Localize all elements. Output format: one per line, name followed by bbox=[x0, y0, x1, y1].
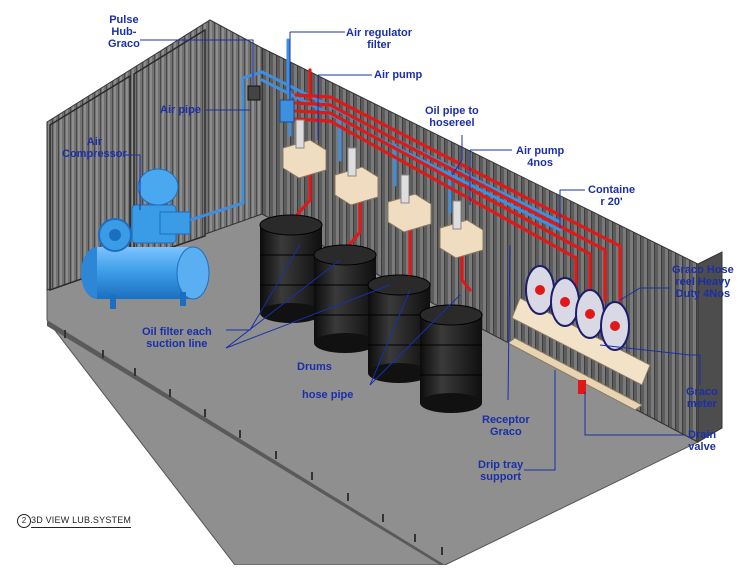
label-line: Drain bbox=[688, 429, 717, 441]
hose-reels bbox=[507, 265, 651, 411]
label-line: Receptor bbox=[482, 414, 530, 426]
view-number: 2 bbox=[17, 514, 31, 528]
label-line: Air bbox=[86, 136, 103, 148]
label-line: Graco bbox=[489, 426, 522, 438]
label-container: Containe r 20' bbox=[588, 184, 635, 208]
drum bbox=[259, 214, 323, 323]
air-regulator-unit bbox=[279, 99, 295, 123]
label-line: valve bbox=[688, 441, 716, 453]
label-line: Air pump bbox=[516, 145, 565, 157]
air-pumps bbox=[282, 119, 484, 259]
label-line: filter bbox=[367, 39, 391, 51]
label-line: Graco bbox=[108, 38, 140, 50]
label-drip-tray: Drip tray support bbox=[478, 459, 523, 483]
label-line: Graco bbox=[686, 386, 718, 398]
drain-valve-part bbox=[578, 380, 586, 394]
floor-ribs bbox=[64, 330, 443, 555]
label-line: r 20' bbox=[600, 196, 623, 208]
label-air-pump-4nos: Air pump 4nos bbox=[516, 145, 564, 169]
label-line: Pulse bbox=[109, 14, 139, 26]
label-line: 4nos bbox=[527, 157, 553, 169]
label-pulse-hub: Pulse Hub- Graco bbox=[108, 14, 140, 50]
label-line: Duty 4Nos bbox=[675, 288, 731, 300]
drum bbox=[367, 274, 431, 383]
pulse-hub-unit bbox=[247, 85, 261, 101]
label-line: meter bbox=[686, 398, 717, 410]
view-caption: 3D VIEW LUB.SYSTEM bbox=[31, 515, 132, 525]
label-line: Air regulator bbox=[346, 27, 413, 39]
leader-lines bbox=[125, 31, 701, 471]
label-drums: Drums bbox=[297, 361, 332, 373]
caption-underline bbox=[31, 527, 131, 528]
label-line: hosereel bbox=[429, 117, 475, 129]
label-receptor: Receptor Graco bbox=[482, 414, 530, 438]
oil-pipe-network bbox=[273, 68, 622, 302]
label-line: Containe bbox=[588, 184, 636, 196]
label-line: Graco Hose bbox=[672, 264, 734, 276]
label-line: Compressor bbox=[62, 148, 127, 160]
label-graco-meter: Graco meter bbox=[686, 386, 718, 410]
label-line: Drip tray bbox=[478, 459, 524, 471]
label-air-pump: Air pump bbox=[374, 69, 423, 81]
container-right-end bbox=[697, 251, 723, 443]
drum bbox=[419, 304, 483, 413]
label-hose-reel: Graco Hose reel Heavy Duty 4Nos bbox=[672, 264, 734, 300]
label-oil-filter: Oil filter each suction line bbox=[142, 326, 212, 350]
label-line: support bbox=[480, 471, 522, 483]
label-line: reel Heavy bbox=[675, 276, 731, 288]
air-compressor bbox=[81, 168, 210, 309]
drum bbox=[313, 244, 377, 353]
label-air-compressor: Air Compressor bbox=[62, 136, 127, 160]
label-line: Hub- bbox=[111, 26, 137, 38]
label-air-regulator: Air regulator filter bbox=[346, 27, 412, 51]
label-line: Oil pipe to bbox=[425, 105, 479, 117]
label-line: suction line bbox=[146, 338, 208, 350]
floor-front-edge bbox=[47, 320, 445, 565]
label-air-pipe: Air pipe bbox=[160, 104, 201, 116]
label-hose-pipe: hose pipe bbox=[302, 389, 354, 401]
label-drain-valve: Drain valve bbox=[688, 429, 716, 453]
label-line: Oil filter each bbox=[142, 326, 212, 338]
label-oil-pipe: Oil pipe to hosereel bbox=[425, 105, 479, 129]
